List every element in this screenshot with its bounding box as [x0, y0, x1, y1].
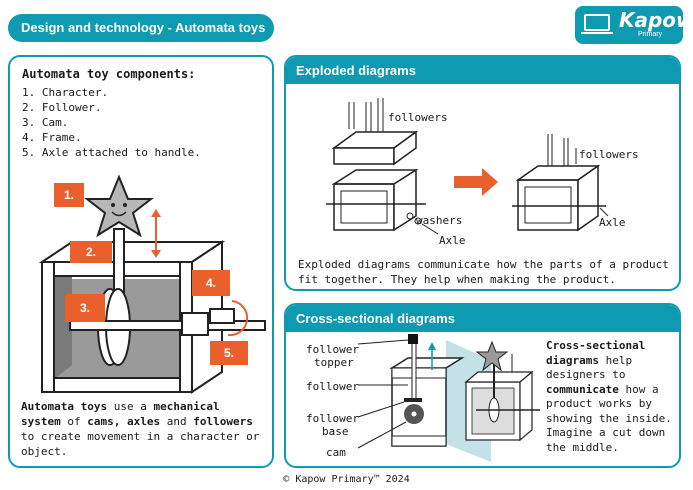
label-follower-base: follower base — [306, 412, 359, 438]
exploded-panel: Exploded diagrams — [284, 55, 681, 291]
logo-sub: Primary — [638, 31, 663, 38]
badge-3: 3. — [65, 294, 105, 322]
label-cam: cam — [326, 446, 346, 459]
automata-description: Automata toys use a mechanical system of… — [21, 400, 260, 458]
list-item: 3. Cam. — [22, 116, 69, 129]
label-follower: follower — [306, 380, 359, 393]
list-item: 4. Frame. — [22, 131, 82, 144]
cross-sectional-panel: Cross-sectional diagrams — [284, 303, 681, 468]
badge-1: 1. — [54, 183, 84, 207]
badge-4: 4. — [192, 270, 230, 296]
cross-sectional-description: Cross-sectional diagrams help designers … — [546, 339, 672, 454]
label-washers: washers — [416, 214, 463, 227]
label-follower-topper: follower topper — [306, 343, 359, 369]
label-followers-right: followers — [579, 148, 639, 161]
cross-heading: Cross-sectional diagrams — [286, 305, 679, 332]
components-list: 1. Character. 2. Follower. 3. Cam. 4. Fr… — [22, 85, 201, 160]
exploded-heading: Exploded diagrams — [286, 57, 679, 84]
kapow-logo: Kapow Primary — [575, 6, 693, 44]
list-item: 1. Character. — [22, 86, 109, 99]
label-axle-right: Axle — [599, 216, 626, 229]
components-panel: Automata toy components: 1. Character. 2… — [8, 55, 274, 468]
list-item: 5. Axle attached to handle. — [22, 146, 201, 159]
exploded-description: Exploded diagrams communicate how the pa… — [298, 258, 669, 286]
automata-illustration — [38, 174, 266, 394]
components-title: Automata toy components: — [22, 67, 196, 81]
logo-word: Kapow — [619, 8, 693, 32]
badge-2: 2. — [70, 241, 112, 263]
badge-5: 5. — [210, 341, 248, 365]
page-title: Design and technology - Automata toys — [8, 14, 274, 42]
cross-section-diagram — [357, 334, 540, 462]
copyright-footer: © Kapow Primary™ 2024 — [283, 474, 410, 485]
label-followers-left: followers — [388, 111, 448, 124]
list-item: 2. Follower. — [22, 101, 102, 114]
monitor-icon — [584, 14, 610, 31]
exploded-diagram — [326, 98, 609, 235]
label-axle-left: Axle — [439, 234, 466, 247]
